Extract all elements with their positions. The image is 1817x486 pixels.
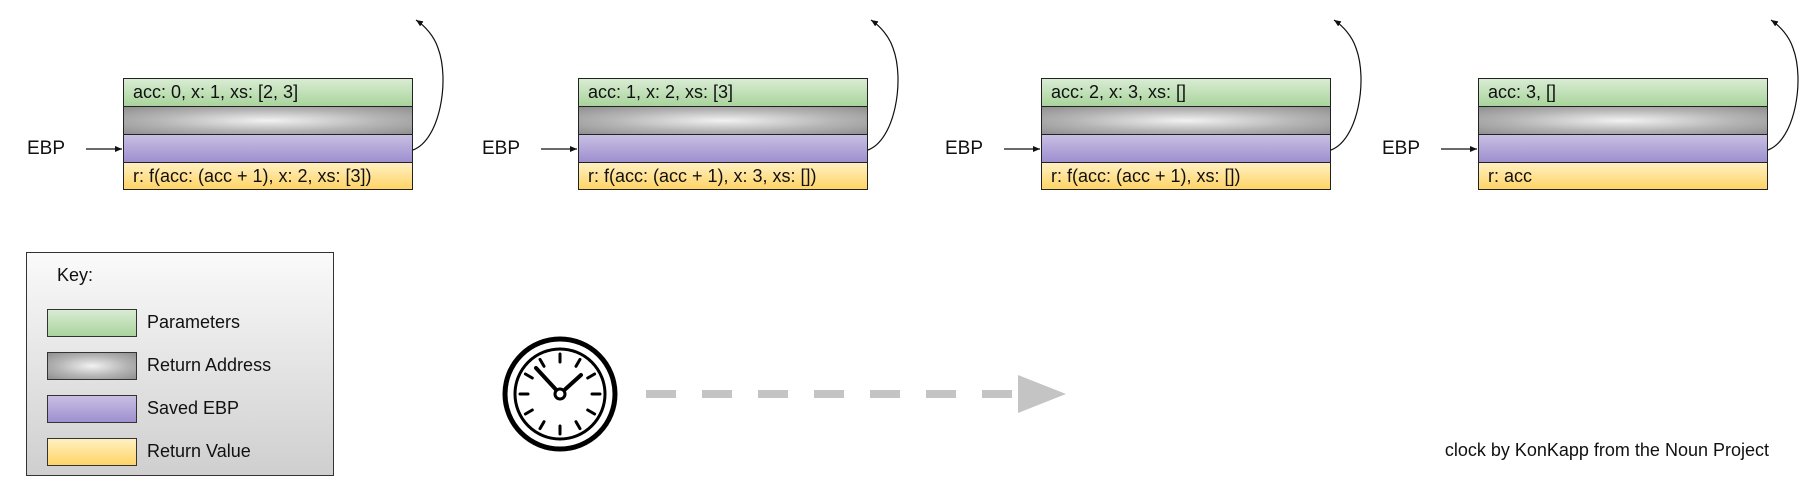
saved-ebp-cell (1041, 134, 1331, 162)
ebp-label: EBP (27, 138, 66, 159)
key-label: Return Value (147, 441, 251, 461)
return-value-cell: r: f(acc: (acc + 1), xs: []) (1041, 162, 1331, 190)
ebp-label: EBP (945, 138, 984, 159)
return-value-cell: r: f(acc: (acc + 1), x: 2, xs: [3]) (123, 162, 413, 190)
saved-ebp-link-arrow (1330, 19, 1362, 151)
stack-frame-4: EBP acc: 3, [] r: acc (1355, 0, 1817, 200)
stack-frame-2: EBP acc: 1, x: 2, xs: [3] r: f(acc: (acc… (455, 0, 925, 200)
key-title: Key: (57, 265, 94, 285)
key-label: Return Address (147, 355, 272, 375)
return-address-cell (123, 106, 413, 134)
key-item-return-value: Return Value (47, 438, 327, 468)
return-address-cell (1041, 106, 1331, 134)
stack-frame-3: EBP acc: 2, x: 3, xs: [] r: f(acc: (acc … (918, 0, 1388, 200)
saved-ebp-link-arrow (412, 19, 444, 151)
return-value-cell: r: f(acc: (acc + 1), x: 3, xs: []) (578, 162, 868, 190)
return-address-cell (578, 106, 868, 134)
saved-ebp-link-arrow (867, 19, 899, 151)
key-item-parameters: Parameters (47, 309, 327, 339)
key-swatch (47, 395, 137, 423)
parameters-cell: acc: 1, x: 2, xs: [3] (578, 78, 868, 106)
ebp-label: EBP (482, 138, 521, 159)
attribution-text: clock by KonKapp from the Noun Project (1444, 440, 1769, 460)
clock-icon (502, 336, 618, 452)
key-swatch (47, 438, 137, 466)
saved-ebp-cell (578, 134, 868, 162)
key-label: Parameters (147, 312, 241, 332)
saved-ebp-cell (123, 134, 413, 162)
key-swatch (47, 352, 137, 380)
key-item-return-address: Return Address (47, 352, 327, 382)
ebp-label: EBP (1382, 138, 1421, 159)
stack-cells: acc: 2, x: 3, xs: [] r: f(acc: (acc + 1)… (1041, 78, 1331, 190)
stack-frame-1: EBP acc: 0, x: 1, xs: [2, 3] r: f(acc: (… (0, 0, 470, 200)
parameters-cell: acc: 2, x: 3, xs: [] (1041, 78, 1331, 106)
parameters-cell: acc: 3, [] (1478, 78, 1768, 106)
stack-cells: acc: 0, x: 1, xs: [2, 3] r: f(acc: (acc … (123, 78, 413, 190)
stack-cells: acc: 1, x: 2, xs: [3] r: f(acc: (acc + 1… (578, 78, 868, 190)
return-value-cell: r: acc (1478, 162, 1768, 190)
parameters-cell: acc: 0, x: 1, xs: [2, 3] (123, 78, 413, 106)
key-label: Saved EBP (147, 398, 240, 418)
key-swatch (47, 309, 137, 337)
stack-cells: acc: 3, [] r: acc (1478, 78, 1768, 190)
saved-ebp-cell (1478, 134, 1768, 162)
dashed-arrow-right-icon (646, 375, 1066, 413)
key-legend: Key: Parameters Return Address Saved EBP… (26, 252, 334, 476)
saved-ebp-link-arrow (1767, 19, 1799, 151)
return-address-cell (1478, 106, 1768, 134)
key-item-saved-ebp: Saved EBP (47, 395, 327, 425)
